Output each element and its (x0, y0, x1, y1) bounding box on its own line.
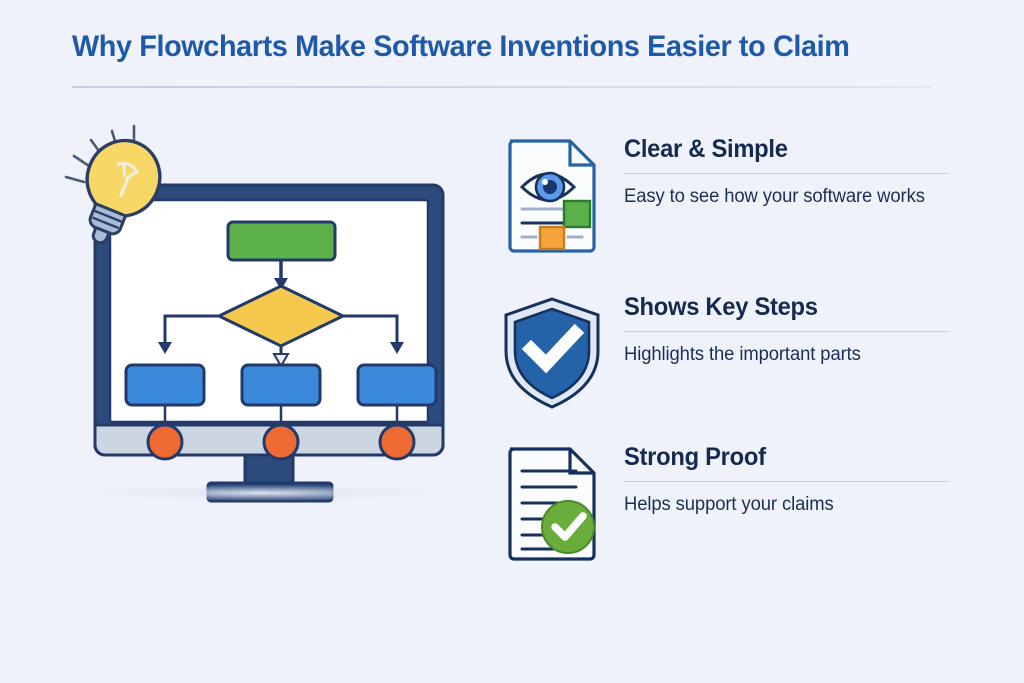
flow-node-end-2 (262, 423, 300, 461)
monitor-shadow (78, 485, 448, 501)
document-check-icon (498, 443, 610, 563)
feature-block-strong-proof: Strong Proof Helps support your claims (498, 443, 950, 573)
feature-block-clear-simple: Clear & Simple Easy to see how your soft… (498, 135, 950, 265)
shield-check-icon (498, 293, 610, 413)
feature-heading: Strong Proof (624, 443, 766, 471)
lightbulb-icon (64, 124, 162, 245)
orange-swatch (538, 225, 566, 251)
feature-divider (624, 173, 950, 174)
flow-node-end-1 (146, 423, 184, 461)
feature-text-group: Strong Proof Helps support your claims (624, 443, 950, 517)
feature-block-shows-key-steps: Shows Key Steps Highlights the important… (498, 293, 950, 423)
lightbulb-base-threads (92, 209, 123, 230)
feature-divider (624, 481, 950, 482)
page-title: Why Flowcharts Make Software Inventions … (72, 30, 850, 63)
checkmark (521, 323, 585, 374)
feature-heading: Shows Key Steps (624, 293, 818, 321)
illustration-svg (64, 124, 445, 503)
header-divider (72, 86, 932, 88)
feature-body: Helps support your claims (624, 494, 834, 515)
flow-node-start (226, 220, 337, 262)
feature-heading: Clear & Simple (624, 135, 788, 163)
check-badge (541, 500, 595, 554)
green-swatch (562, 199, 592, 229)
check-badge-mark (551, 512, 587, 541)
document-fold (568, 141, 594, 167)
flow-arrowhead-right (390, 342, 404, 354)
flowchart (124, 220, 438, 461)
document-fold (568, 449, 594, 475)
document-eye-icon (498, 135, 610, 255)
feature-text-group: Clear & Simple Easy to see how your soft… (624, 135, 950, 209)
feature-body: Easy to see how your software works (624, 186, 925, 207)
page-header: Why Flowcharts Make Software Inventions … (72, 30, 932, 88)
flow-arrowhead-middle (272, 353, 290, 368)
lightbulb-filament (116, 161, 140, 198)
lightbulb-tip (91, 225, 111, 245)
flow-connector-right (343, 314, 399, 342)
feature-divider (624, 331, 950, 332)
flow-arrowhead-decision (274, 278, 288, 290)
feature-text-group: Shows Key Steps Highlights the important… (624, 293, 950, 367)
feature-body: Highlights the important parts (624, 344, 861, 365)
flow-node-process-2 (240, 363, 322, 407)
monitor-flowchart-illustration (60, 120, 480, 520)
flow-node-end-3 (378, 423, 416, 461)
flow-arrowhead-left (158, 342, 172, 354)
flow-connector-left (163, 314, 219, 342)
eye-highlight (542, 179, 548, 185)
flow-node-process-3 (356, 363, 438, 407)
flow-node-process-1 (124, 363, 206, 407)
